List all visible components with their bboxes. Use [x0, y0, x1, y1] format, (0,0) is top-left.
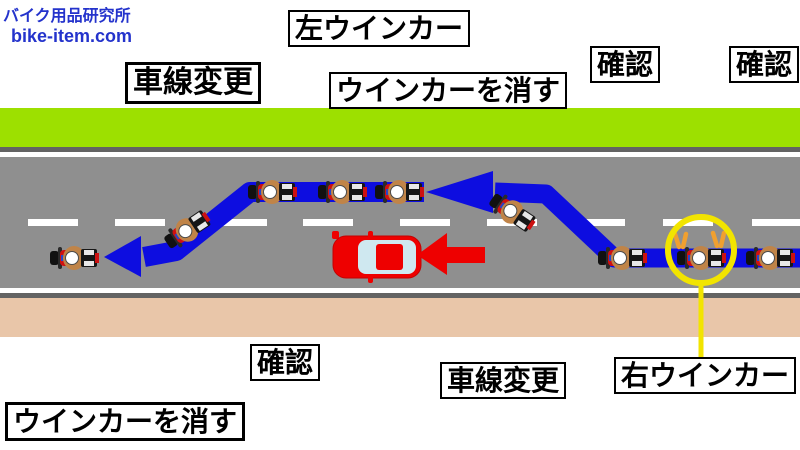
- band-edge-dark-bottom: [0, 293, 800, 298]
- motorcycle-rider-passing-2: [318, 180, 367, 204]
- check-top-left-label: 確認: [590, 46, 661, 84]
- band-edge-white-bottom: [0, 288, 800, 293]
- site-name: バイク用品研究所: [3, 8, 131, 25]
- turn-signal-flash-icon: [672, 231, 689, 250]
- blinker-off-top-label: ウインカーを消す: [329, 72, 568, 110]
- site-domain: bike-item.com: [11, 26, 133, 46]
- left-blinker-label: 左ウインカー: [288, 10, 471, 48]
- check-bottom-label: 確認: [250, 344, 321, 382]
- lane-change-top-label: 車線変更: [125, 62, 261, 104]
- band-edge-white-top: [0, 152, 800, 157]
- lane-dash: [28, 219, 78, 226]
- route-arrow-head-enter-passing-lane: [426, 171, 493, 213]
- highlight-circle: [665, 214, 737, 286]
- motorcycle-rider-passing-1: [248, 180, 297, 204]
- motorcycle-rider-following: [598, 246, 647, 270]
- motorcycle-rider-after-pass: [50, 246, 99, 270]
- motorcycle-rider-merging-back: [164, 210, 211, 249]
- motorcycle-rider-start: [746, 246, 795, 270]
- car: [332, 231, 422, 283]
- band-edge-dark-top: [0, 147, 800, 152]
- lane-dash: [115, 219, 165, 226]
- blinker-off-bottom-label: ウインカーを消す: [5, 402, 246, 442]
- car-direction-arrow: [417, 233, 485, 275]
- lane-dash: [217, 219, 267, 226]
- lane-dash: [400, 219, 450, 226]
- right-blinker-label: 右ウインカー: [614, 357, 797, 395]
- motorcycle-rider-passing-3: [375, 180, 424, 204]
- site-logo: バイク用品研究所 bike-item.com: [3, 2, 132, 47]
- lane-change-bottom-label: 車線変更: [440, 362, 567, 400]
- band-grass: [0, 108, 800, 147]
- lane-dash: [575, 219, 625, 226]
- motorcycle-rider-changing-lane: [489, 193, 536, 232]
- motorcycle-rider-signaling-right: [672, 230, 727, 270]
- lane-dash: [303, 219, 353, 226]
- route-arrow-head-return-to-lane: [104, 236, 141, 277]
- lane-dash: [752, 219, 800, 226]
- check-top-right-label: 確認: [729, 46, 800, 84]
- turn-signal-flash-icon: [710, 230, 727, 249]
- band-shoulder: [0, 298, 800, 337]
